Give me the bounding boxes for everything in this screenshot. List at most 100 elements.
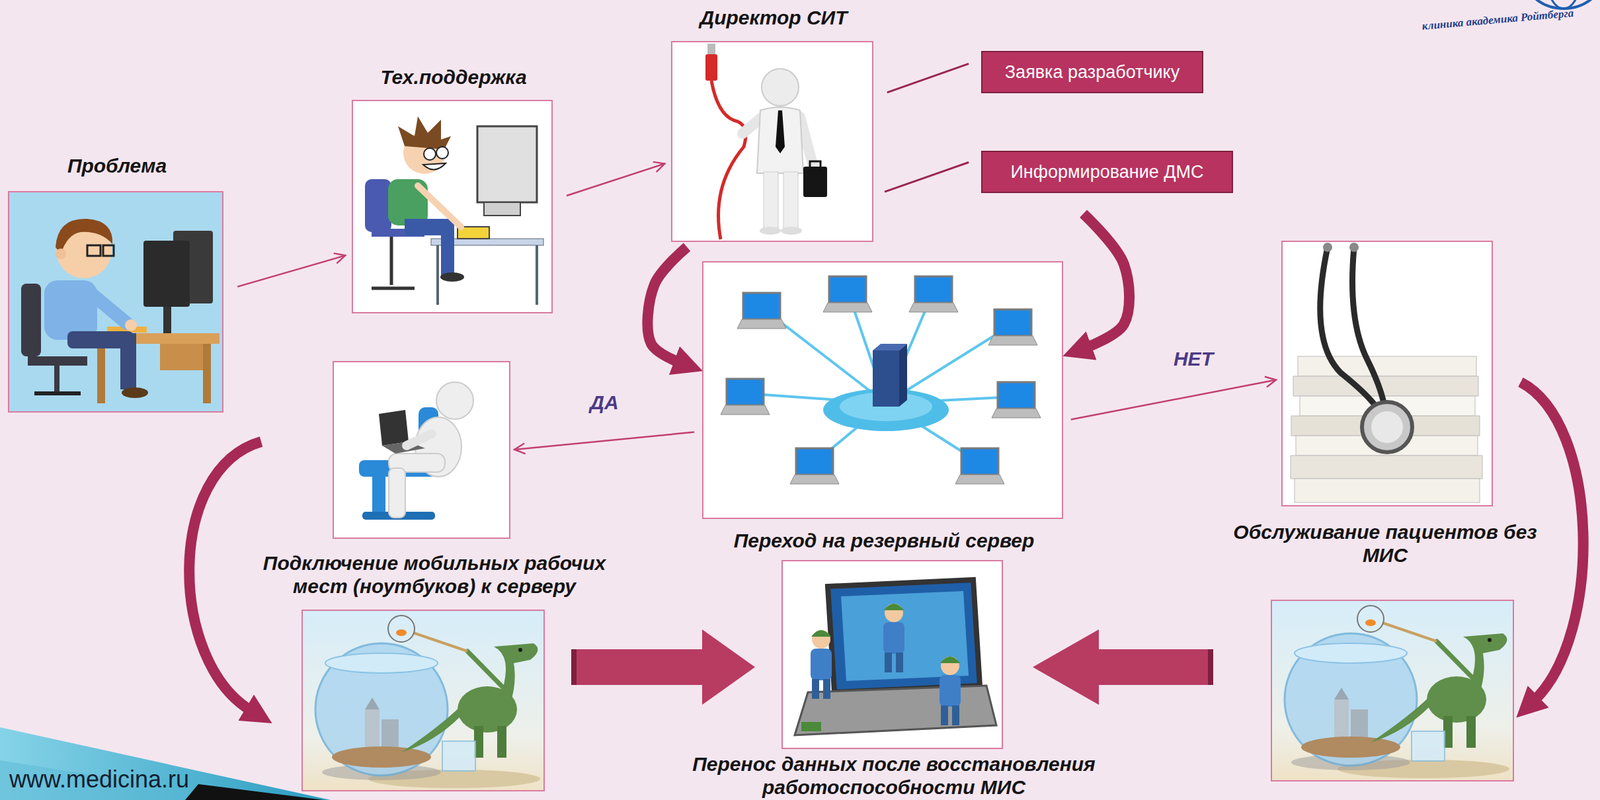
block-arrow (571, 649, 577, 685)
illustration-layer (1271, 600, 1514, 781)
director-picture (775, 110, 785, 154)
director-picture (671, 40, 874, 242)
problem-picture (120, 333, 137, 390)
picture-caption: Директор СИТ (608, 6, 939, 30)
support-picture (351, 99, 553, 314)
support-picture (477, 126, 537, 203)
support-picture (436, 245, 440, 305)
picture-frame: Переход на резервный сервер (702, 261, 1064, 520)
network-picture (790, 448, 840, 484)
corner-stripes (0, 727, 331, 800)
repair-picture (939, 656, 961, 726)
connector-line (566, 163, 666, 196)
mobile-workplace-picture (332, 360, 511, 539)
problem-picture (27, 356, 88, 366)
box-label: Информирование ДМС (1010, 161, 1204, 183)
support-picture (440, 218, 455, 276)
repair-picture (810, 630, 832, 699)
picture-frame: Директор СИТ (671, 40, 874, 242)
network-picture (702, 261, 1064, 520)
network-picture (909, 276, 959, 313)
process-box: Информирование ДМС (981, 150, 1234, 194)
director-picture (705, 54, 718, 81)
network-picture (955, 448, 1005, 484)
support-picture (423, 148, 436, 160)
medical-records-picture (1290, 455, 1483, 479)
network-picture (702, 261, 1064, 520)
connector-line (1071, 380, 1277, 420)
problem-picture (97, 343, 106, 404)
support-picture (440, 272, 465, 282)
support-picture (436, 146, 449, 159)
block-arrow (571, 649, 704, 685)
director-picture (711, 80, 746, 240)
illustration-layer (302, 610, 545, 791)
repair-picture (801, 721, 822, 732)
network-picture (988, 309, 1038, 346)
block-arrow (1097, 649, 1214, 685)
medical-records-picture (1371, 411, 1403, 443)
support-picture (535, 245, 539, 305)
network-picture (899, 343, 908, 407)
problem-picture (124, 319, 137, 332)
picture-caption: Проблема (0, 154, 283, 178)
problem-picture (103, 245, 114, 256)
block-arrow (1032, 629, 1099, 705)
problem-picture (121, 387, 149, 399)
picture-frame: Перенос данных после восстановления рабо… (781, 560, 1003, 750)
support-picture (390, 236, 394, 285)
problem-picture (55, 248, 67, 260)
picture-caption: Подключение мобильных рабочих мест (ноут… (242, 552, 627, 598)
problem-picture (7, 191, 224, 413)
medical-records-picture (1322, 242, 1333, 252)
director-picture (759, 226, 781, 235)
network-picture (737, 292, 787, 329)
website-url: www.medicina.ru (9, 765, 190, 794)
problem-picture (7, 191, 224, 413)
support-picture (371, 286, 415, 291)
block-arrow (702, 629, 756, 705)
corner-stripes (0, 727, 331, 800)
picture-caption: Переход на резервный сервер (632, 529, 1136, 553)
support-picture (364, 179, 392, 233)
support-picture (417, 185, 461, 227)
support-picture (483, 202, 521, 216)
connector-line (884, 162, 969, 193)
picture-caption: Перенос данных после восстановления рабо… (642, 753, 1146, 799)
problem-picture (87, 245, 101, 256)
support-picture (351, 99, 553, 314)
network-picture (872, 350, 900, 407)
medical-records-picture (1352, 247, 1386, 406)
mobile-workplace-picture (378, 409, 409, 446)
medical-records-picture (1293, 376, 1479, 397)
mobile-workplace-picture (332, 360, 511, 539)
medical-records-picture (1281, 240, 1493, 507)
medical-records-picture (1297, 356, 1477, 377)
clinic-logo-text: клиника академика Ройтберга (1421, 6, 1575, 34)
edge-label: ДА (589, 391, 619, 414)
mobile-workplace-picture (372, 476, 386, 517)
connector-line (514, 432, 695, 450)
block-arrow (571, 629, 1214, 705)
problem-picture (54, 365, 60, 393)
network-picture (720, 378, 770, 415)
director-picture (783, 171, 799, 229)
medical-records-picture (1361, 401, 1413, 453)
problem-picture (160, 343, 203, 371)
repair-picture (781, 560, 1003, 750)
medical-records-picture (1294, 478, 1480, 503)
medical-records-picture (1349, 242, 1359, 252)
network-picture (745, 290, 1017, 463)
problem-picture (87, 290, 127, 324)
flow-arrow (189, 382, 1583, 711)
process-box: Заявка разработчику (981, 50, 1204, 94)
connector-line (237, 255, 346, 287)
mobile-workplace-picture (388, 468, 406, 518)
support-picture (423, 163, 446, 170)
director-picture (757, 107, 804, 174)
picture-caption: Тех.поддержка (288, 66, 619, 90)
